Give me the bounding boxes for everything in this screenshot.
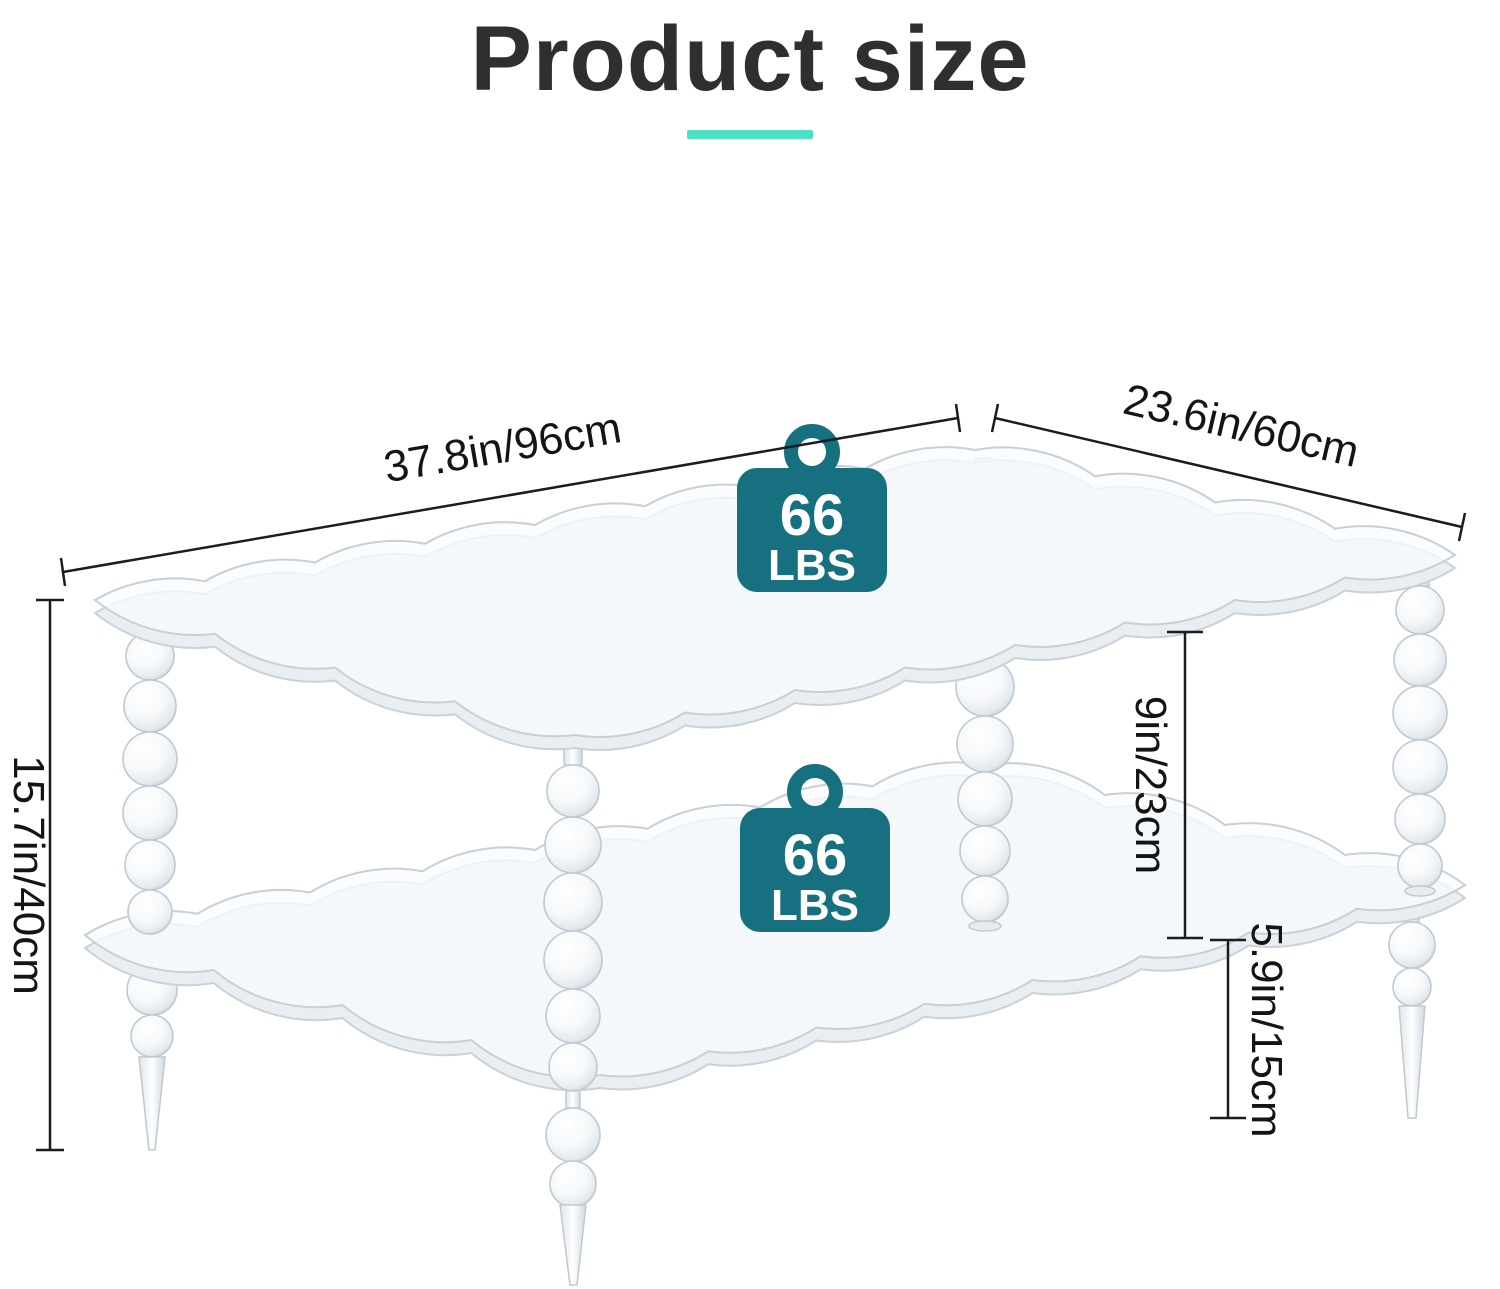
weight-badge-top: 66 LBS <box>737 424 887 592</box>
dimension-label-height: 15.7in/40cm <box>4 755 53 995</box>
lower-leg-front <box>545 1081 601 1286</box>
weight-value: 66 <box>783 823 848 888</box>
kettlebell-handle-icon <box>784 424 840 480</box>
dim-ground-clearance: 5.9in/15cm <box>1210 922 1291 1138</box>
dimension-label-tier-gap: 9in/23cm <box>1126 696 1175 875</box>
dimension-label-depth: 23.6in/60cm <box>1119 375 1364 477</box>
dimension-label-length: 37.8in/96cm <box>380 403 625 492</box>
table-lower-legs <box>126 897 1436 1286</box>
weight-unit: LBS <box>771 881 859 930</box>
middle-leg-front <box>543 732 603 1092</box>
weight-value: 66 <box>780 483 845 548</box>
dimension-label-ground-clearance: 5.9in/15cm <box>1242 922 1291 1137</box>
lower-leg-right <box>1388 897 1436 1119</box>
middle-leg-right <box>1392 553 1448 897</box>
middle-leg-left <box>122 597 178 935</box>
weight-badge-bottom: 66 LBS <box>740 764 890 932</box>
title-underline <box>687 130 813 139</box>
page-title: Product size <box>470 8 1030 110</box>
weight-unit: LBS <box>768 541 856 590</box>
dim-height: 15.7in/40cm <box>4 598 64 1152</box>
kettlebell-body-icon <box>737 468 887 592</box>
dim-tier-gap: 9in/23cm <box>1126 630 1203 940</box>
kettlebell-body-icon <box>740 808 890 932</box>
